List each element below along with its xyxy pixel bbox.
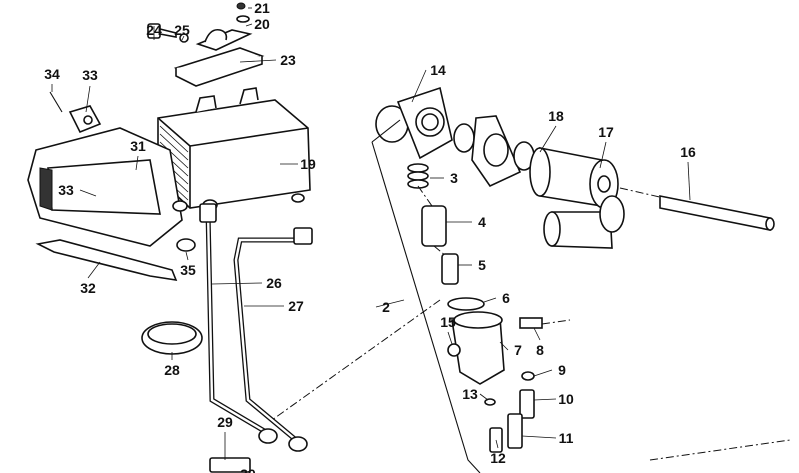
callout-24: 24 [146,22,162,38]
callout-29: 29 [217,414,233,430]
callout-11: 11 [559,430,574,446]
callout-7: 7 [514,342,522,358]
callout-labels: 21 20 24 25 23 34 33 31 19 33 35 32 26 2… [44,0,696,473]
callout-4: 4 [478,214,486,230]
callout-35: 35 [180,262,196,278]
callout-33-top: 33 [82,67,98,83]
callout-6: 6 [502,290,510,306]
filter-element [529,147,775,249]
callout-10: 10 [558,391,574,407]
callout-17: 17 [598,124,614,140]
valve-assembly [407,163,543,453]
callout-16: 16 [680,144,696,160]
hose-clamp [141,321,203,355]
callout-32: 32 [80,280,96,296]
leader-lines [51,7,691,460]
callout-20: 20 [254,16,270,32]
callout-31: 31 [130,138,146,154]
callout-33-side: 33 [58,182,74,198]
callout-25: 25 [174,22,190,38]
callout-8: 8 [536,342,544,358]
callout-15: 15 [440,314,456,330]
callout-5: 5 [478,257,486,273]
callout-12: 12 [490,450,506,466]
callout-23: 23 [280,52,296,68]
callout-19: 19 [300,156,316,172]
cooler-cover [27,91,196,282]
callout-3: 3 [450,170,458,186]
bracket-assembly [147,2,265,87]
callout-14: 14 [430,62,446,78]
callout-2: 2 [382,299,390,315]
callout-28: 28 [164,362,180,378]
callout-26: 26 [266,275,282,291]
callout-13: 13 [462,386,478,402]
callout-34: 34 [44,66,60,82]
callout-18: 18 [548,108,564,124]
assembly-guide-lines [271,119,791,473]
callout-27: 27 [288,298,304,314]
callout-9: 9 [558,362,566,378]
callout-30: 30 [240,466,256,473]
callout-21: 21 [254,0,270,16]
oil-cooler [157,87,311,211]
oil-lines [199,203,313,473]
